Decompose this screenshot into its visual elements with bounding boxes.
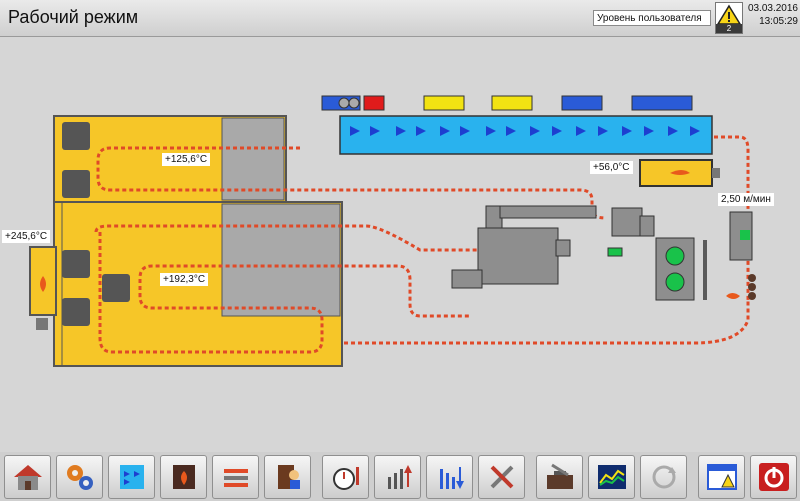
temperature-up-icon	[387, 465, 412, 489]
alarm-count: 2	[716, 24, 742, 33]
trend-button[interactable]	[588, 455, 635, 499]
furnace-button[interactable]	[160, 455, 207, 499]
trend-chart-icon	[597, 465, 626, 489]
fan-icon	[62, 250, 90, 278]
power-icon	[758, 463, 789, 491]
fan-icon	[62, 122, 90, 150]
rollers-button[interactable]	[212, 455, 259, 499]
belt-upper	[96, 135, 750, 300]
toolbox-button[interactable]	[536, 455, 583, 499]
process-mimic: +125,6°C +192,3°C +245,6°C +56,0°C 2,50 …	[0, 37, 800, 447]
cooler-temp[interactable]: +56,0°C	[590, 161, 633, 174]
home-button[interactable]	[4, 455, 51, 499]
spool	[748, 274, 756, 300]
fan-icon	[102, 274, 130, 302]
alarm-window-button[interactable]	[698, 455, 745, 499]
alarm-window-icon	[706, 464, 737, 490]
home-icon	[13, 465, 42, 490]
fan-icon	[62, 298, 90, 326]
cooling-nozzles	[350, 126, 700, 136]
gears-icon	[66, 465, 93, 490]
upper-chamber-temp[interactable]: +125,6°C	[162, 153, 211, 166]
furnace-icon	[172, 465, 195, 489]
belt-return	[344, 300, 750, 345]
alarm-indicator[interactable]: 2	[715, 2, 743, 34]
screen-title: Рабочий режим	[8, 7, 139, 27]
tools-button[interactable]	[478, 455, 525, 499]
line-diagram	[29, 95, 756, 367]
tools-icon	[490, 465, 513, 489]
line-speed[interactable]: 2,50 м/мин	[718, 193, 774, 206]
warning-icon	[716, 4, 742, 25]
burner-temp[interactable]: +245,6°C	[2, 230, 51, 243]
footer-toolbar	[0, 452, 800, 501]
cooling-button[interactable]	[108, 455, 155, 499]
time-text: 13:05:29	[759, 16, 798, 27]
cooling-icon	[119, 465, 144, 489]
user-level-field[interactable]: Уровень пользователя	[593, 10, 711, 26]
date-text: 03.03.2016	[747, 3, 798, 14]
stopwatch-icon	[332, 467, 359, 490]
upper-chamber-steel	[221, 117, 285, 201]
temp-down-button[interactable]	[426, 455, 473, 499]
lower-chamber-temp[interactable]: +192,3°C	[160, 273, 209, 286]
door-button[interactable]	[264, 455, 311, 499]
settings-button[interactable]	[56, 455, 103, 499]
datetime: 03.03.2016 13:05:29	[746, 2, 798, 28]
cooling-tunnel	[339, 115, 713, 155]
timer-button[interactable]	[322, 455, 369, 499]
door-operator-icon	[277, 465, 300, 489]
press-machine	[451, 205, 695, 301]
fan-icon	[62, 170, 90, 198]
rollers-icon	[223, 469, 248, 487]
power-button[interactable]	[750, 455, 797, 499]
toolbox-icon	[546, 463, 573, 489]
temp-up-button[interactable]	[374, 455, 421, 499]
temperature-down-icon	[439, 467, 464, 489]
refresh-button[interactable]	[640, 455, 687, 499]
lower-chamber-steel	[221, 203, 341, 317]
belt-lower	[94, 224, 480, 354]
header-bar: Рабочий режим Уровень пользователя 2 03.…	[0, 0, 800, 37]
top-actuators	[321, 95, 693, 111]
refresh-icon	[652, 465, 676, 489]
